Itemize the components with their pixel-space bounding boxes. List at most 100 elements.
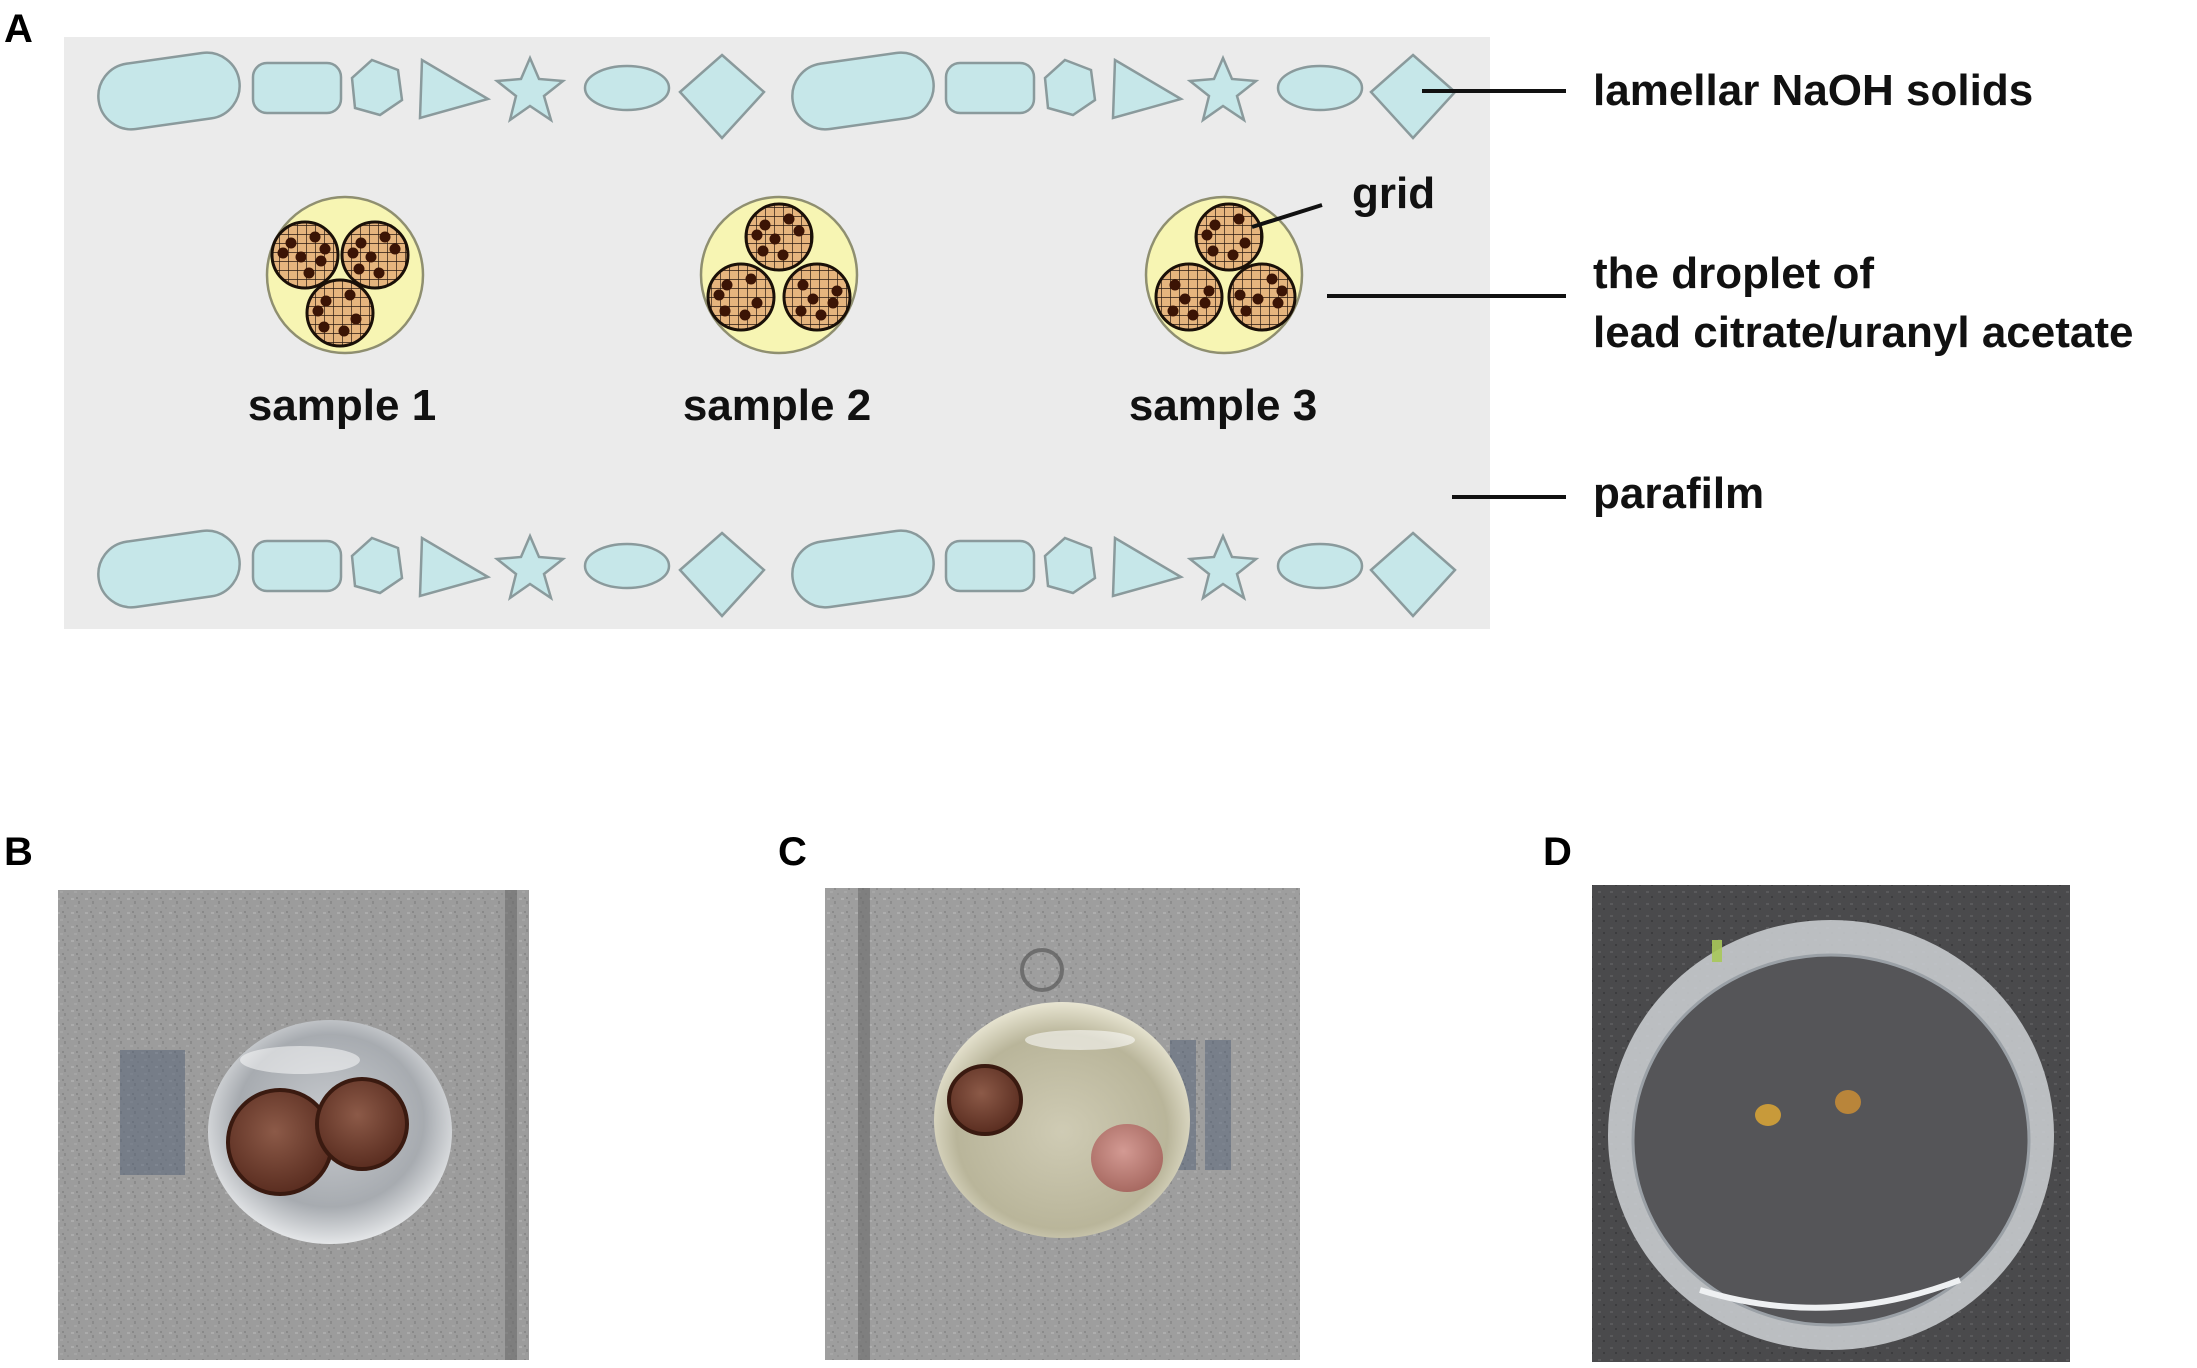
grid-particle xyxy=(347,247,359,259)
grid-photo-d-2 xyxy=(1835,1090,1861,1114)
grid-particle xyxy=(1252,293,1264,305)
grid-particle xyxy=(739,309,751,321)
photo-d xyxy=(1592,885,2070,1362)
naoh-solid-hexagon xyxy=(1043,536,1097,595)
grid-particle xyxy=(795,305,807,317)
naoh-solid-triangle xyxy=(1111,57,1185,120)
naoh-solid-star xyxy=(493,54,567,123)
grid-particle xyxy=(783,213,795,225)
grid-particle xyxy=(309,231,321,243)
naoh-solid-hexagon xyxy=(350,536,404,595)
grid-leader-line xyxy=(1251,203,1323,229)
grid-particle xyxy=(777,249,789,261)
naoh-solid-diamond xyxy=(1369,531,1457,618)
grid-particle xyxy=(389,243,401,255)
grid-particle xyxy=(793,225,805,237)
naoh-solid-rounded-rect xyxy=(251,539,343,593)
grid-particle xyxy=(807,293,819,305)
grid-particle xyxy=(719,305,731,317)
grid-particle xyxy=(318,321,330,333)
petri-dish-interior xyxy=(1633,955,2029,1325)
grid-particle xyxy=(1239,237,1251,249)
grid-particle xyxy=(355,237,367,249)
droplet-label-line1: the droplet of xyxy=(1593,249,1874,298)
naoh-solid-triangle xyxy=(1111,535,1185,598)
sample-1-label: sample 1 xyxy=(248,381,436,430)
grid-particle xyxy=(303,267,315,279)
grid-particle xyxy=(797,279,809,291)
naoh-solid-rounded-rect xyxy=(944,61,1036,115)
grid-particle xyxy=(1209,219,1221,231)
grid-particle xyxy=(1272,297,1284,309)
naoh-solid-rounded-rect xyxy=(251,61,343,115)
grid-particle xyxy=(815,309,827,321)
grid-particle xyxy=(1179,293,1191,305)
grid-particle xyxy=(320,295,332,307)
grid-particle xyxy=(831,285,843,297)
grid-particle xyxy=(713,289,725,301)
grid-particle xyxy=(1199,297,1211,309)
grid-particle xyxy=(379,231,391,243)
panel-d-letter: D xyxy=(1543,830,1572,874)
grid-particle xyxy=(1187,309,1199,321)
naoh-solid-capsule xyxy=(791,529,935,609)
grid-particle xyxy=(1276,285,1288,297)
naoh-solid-diamond xyxy=(678,531,766,618)
grid-particle xyxy=(353,263,365,275)
grid-photo-c-2 xyxy=(1091,1124,1163,1192)
naoh-solid-capsule xyxy=(791,51,935,131)
grid-particle xyxy=(751,229,763,241)
grid-particle xyxy=(285,237,297,249)
naoh-solid-rounded-rect xyxy=(944,539,1036,593)
grid-particle xyxy=(769,233,781,245)
grid-photo-b-2 xyxy=(315,1077,409,1171)
grid-photo-b-1 xyxy=(226,1088,334,1196)
naoh-solid-diamond xyxy=(678,53,766,140)
grid-particle xyxy=(757,245,769,257)
grid-particle xyxy=(1203,285,1215,297)
grid-particle xyxy=(1167,305,1179,317)
naoh-solid-capsule xyxy=(97,529,241,609)
naoh-solid-capsule xyxy=(97,51,241,131)
grid-particle xyxy=(373,267,385,279)
grid-particle xyxy=(312,305,324,317)
naoh-solid-hexagon xyxy=(350,58,404,117)
grid-particle xyxy=(1169,279,1181,291)
naoh-solid-ellipse xyxy=(583,542,671,590)
naoh-solid-ellipse xyxy=(1276,64,1364,112)
naoh-label: lamellar NaOH solids xyxy=(1593,66,2033,115)
grid-particle xyxy=(721,279,733,291)
photo-c xyxy=(825,888,1300,1360)
naoh-solid-star xyxy=(1186,532,1260,601)
grid-particle xyxy=(1227,249,1239,261)
grid-particle xyxy=(759,219,771,231)
naoh-solid-ellipse xyxy=(1276,542,1364,590)
photo-b xyxy=(58,890,529,1360)
grid-particle xyxy=(365,251,377,263)
grid-particle xyxy=(1266,273,1278,285)
grid-particle xyxy=(338,325,350,337)
droplets-group xyxy=(265,195,1304,355)
grid-photo-c-1 xyxy=(947,1064,1023,1136)
grid-particle xyxy=(827,297,839,309)
naoh-solid-hexagon xyxy=(1043,58,1097,117)
panel-c-letter: C xyxy=(778,830,807,874)
naoh-solid-star xyxy=(1186,54,1260,123)
naoh-solids-top-row xyxy=(97,51,1457,140)
panel-a-letter: A xyxy=(4,7,33,51)
grid-particle xyxy=(1207,245,1219,257)
grid-particle xyxy=(1201,229,1213,241)
grid-particle xyxy=(1233,213,1245,225)
naoh-solid-star xyxy=(493,532,567,601)
grid-particle xyxy=(751,297,763,309)
naoh-solid-ellipse xyxy=(583,64,671,112)
parafilm-label: parafilm xyxy=(1593,469,1764,518)
grid-particle xyxy=(1234,289,1246,301)
grid-particle xyxy=(277,247,289,259)
naoh-solid-triangle xyxy=(418,535,492,598)
sample-3-label: sample 3 xyxy=(1129,381,1317,430)
naoh-solid-diamond xyxy=(1369,53,1457,140)
grid-particle xyxy=(319,243,331,255)
sample-2-label: sample 2 xyxy=(683,381,871,430)
naoh-solids-bottom-row xyxy=(97,529,1457,618)
